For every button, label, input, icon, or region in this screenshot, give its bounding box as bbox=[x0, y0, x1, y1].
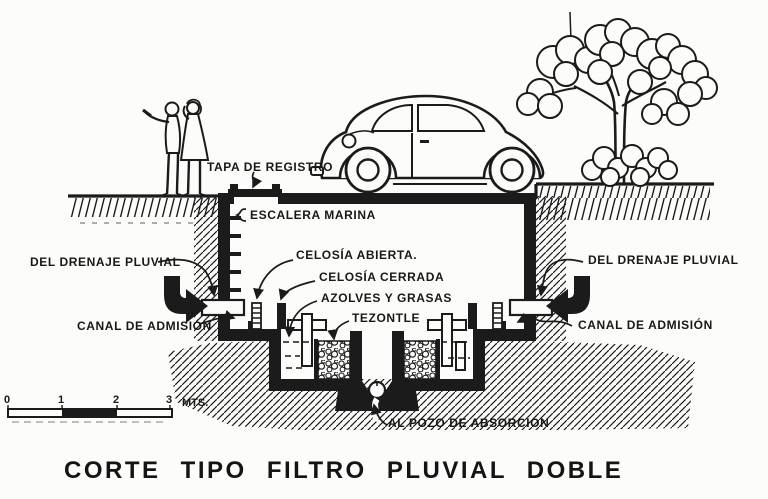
leader-azolves bbox=[284, 300, 318, 338]
celosia-abierta-post-right bbox=[492, 302, 503, 330]
leader-lines bbox=[157, 171, 584, 426]
sump-bottom-left bbox=[269, 379, 362, 391]
car-hood-line bbox=[349, 130, 375, 135]
ground-strip-right bbox=[538, 186, 710, 220]
car-door-handle bbox=[420, 140, 429, 143]
flow-arrow-left bbox=[164, 276, 208, 323]
car-running-board bbox=[393, 177, 487, 185]
cell-piping bbox=[287, 313, 467, 371]
celosia-cerrada-post-left bbox=[277, 303, 286, 329]
manhole-lug bbox=[230, 184, 238, 189]
funnel-wall-left bbox=[350, 331, 362, 379]
car-side-window bbox=[417, 104, 486, 132]
car-front-hub bbox=[356, 158, 380, 182]
label-del-drenaje-pluvial-izq: DEL DRENAJE PLUVIAL bbox=[30, 255, 181, 269]
labels: TAPA DE REGISTRO ESCALERA MARINA CELOSÍA… bbox=[30, 160, 739, 430]
water-lines bbox=[283, 341, 471, 369]
manhole-lug bbox=[272, 184, 280, 189]
car-front-bumper bbox=[310, 166, 324, 176]
sump-wall-right bbox=[473, 329, 485, 391]
top-slab bbox=[218, 193, 536, 204]
leader-tezontle bbox=[327, 320, 350, 341]
label-escalera-marina: ESCALERA MARINA bbox=[250, 208, 376, 222]
tezontle-gravel-right bbox=[403, 340, 437, 380]
leader-drenaje-der bbox=[536, 258, 584, 297]
car-headlight bbox=[341, 133, 357, 149]
figure-woman bbox=[179, 98, 210, 198]
riser-pipe-left bbox=[301, 313, 313, 367]
scale-mark-2: 2 bbox=[113, 394, 119, 406]
soil-band-left-wall bbox=[194, 197, 218, 341]
label-tezontle: TEZONTLE bbox=[352, 311, 420, 325]
gravel-retainer-right bbox=[436, 339, 440, 379]
scale-mark-3: 3 bbox=[166, 394, 172, 406]
leader-celosia-abierta bbox=[253, 259, 294, 300]
scale-mark-1: 1 bbox=[58, 394, 64, 406]
stub-pipe-right bbox=[455, 341, 466, 371]
leader-escalera-brace bbox=[234, 208, 247, 222]
flow-arrow-right bbox=[546, 276, 590, 323]
car-rear-hub bbox=[500, 158, 524, 182]
sump-wall-left bbox=[269, 329, 281, 391]
label-al-pozo-de-absorcion: AL POZO DE ABSORCIÓN bbox=[388, 415, 549, 430]
celosia-posts bbox=[251, 302, 503, 330]
leader-canal-izq bbox=[198, 310, 236, 325]
gravel-retainer-left bbox=[314, 339, 318, 379]
label-canal-de-admision-izq: CANAL DE ADMISIÓN bbox=[77, 318, 212, 333]
label-del-drenaje-pluvial-der: DEL DRENAJE PLUVIAL bbox=[588, 253, 739, 267]
drawing-title: CORTE TIPO FILTRO PLUVIAL DOBLE bbox=[64, 457, 623, 484]
tezontle-gravel-left bbox=[317, 340, 351, 380]
manhole-cover bbox=[228, 189, 282, 197]
ground-strip-left bbox=[70, 198, 218, 217]
label-azolves-y-grasas: AZOLVES Y GRASAS bbox=[321, 291, 452, 305]
people-illustration bbox=[142, 98, 210, 198]
leader-tapa bbox=[251, 171, 263, 189]
tree-foliage bbox=[516, 18, 718, 126]
label-tapa-de-registro: TAPA DE REGISTRO bbox=[207, 160, 333, 174]
funnel-wall-right bbox=[392, 331, 404, 379]
celosia-abierta-post-left bbox=[251, 302, 262, 330]
filter-sump bbox=[251, 302, 503, 423]
scale-unit: MTS. bbox=[182, 397, 208, 409]
figure-man bbox=[142, 101, 184, 198]
label-canal-de-admision-der: CANAL DE ADMISIÓN bbox=[578, 317, 713, 332]
scale-mark-0: 0 bbox=[4, 394, 10, 406]
soil-band-right-wall bbox=[536, 196, 566, 341]
scale-bar: 0 1 2 3 MTS. bbox=[4, 394, 208, 423]
car-illustration bbox=[310, 94, 545, 194]
label-celosia-abierta: CELOSÍA ABIERTA. bbox=[296, 247, 417, 262]
tree-branch bbox=[573, 85, 619, 115]
inlet-pipe-right bbox=[508, 298, 554, 317]
inlet-pipe-left bbox=[200, 298, 246, 317]
floor-right bbox=[473, 329, 536, 341]
tree-illustration bbox=[516, 11, 718, 187]
leader-canal-der bbox=[516, 312, 573, 327]
celosia-cerrada-post-right bbox=[468, 303, 477, 329]
scale-ticks bbox=[7, 405, 171, 409]
inlets bbox=[164, 276, 590, 323]
floor-left bbox=[218, 329, 281, 341]
sump-bottom-right bbox=[392, 379, 485, 391]
scale-bar-filled-segment bbox=[62, 409, 117, 417]
car-windshield bbox=[370, 103, 413, 132]
leader-al-pozo bbox=[370, 403, 388, 426]
leader-drenaje-izq bbox=[157, 258, 219, 297]
bushes bbox=[581, 144, 678, 187]
label-celosia-cerrada: CELOSÍA CERRADA bbox=[319, 269, 444, 284]
leader-celosia-cerrada bbox=[278, 280, 316, 301]
riser-pipe-right bbox=[441, 313, 453, 367]
